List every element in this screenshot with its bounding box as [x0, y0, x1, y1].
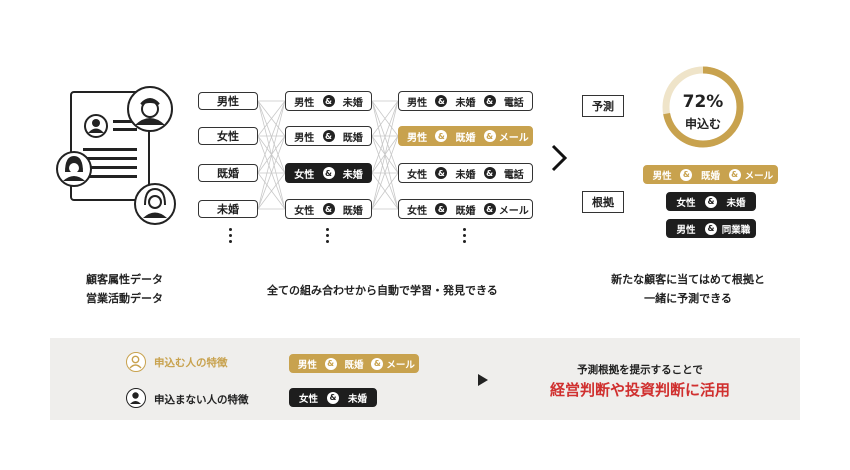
ampersand-icon: & — [323, 95, 335, 107]
combination-pill: 男性&未婚 — [285, 91, 372, 111]
right-caption: 新たな顧客に当てはめて根拠と 一緒に予測できる — [588, 270, 788, 309]
prediction-result: 申込む — [660, 115, 746, 132]
attribute-tag: 未婚 — [335, 166, 372, 181]
attribute-tag: メール — [496, 202, 532, 217]
more-dots — [462, 228, 466, 246]
ampersand-icon: & — [680, 169, 692, 181]
attribute-tag: メール — [496, 129, 532, 144]
attribute-tag: 男性 — [644, 168, 680, 182]
attribute-tag: 既婚 — [447, 129, 483, 144]
non-applicant-label: 申込まない人の特徴 — [154, 392, 249, 407]
ampersand-icon: & — [325, 358, 337, 370]
ampersand-icon: & — [435, 95, 447, 107]
more-dots — [228, 228, 232, 246]
ampersand-icon: & — [729, 169, 741, 181]
attribute-tag: 男性 — [399, 129, 435, 144]
message-line2: 経営判断や投資判断に活用 — [520, 379, 760, 400]
ampersand-icon: & — [435, 203, 447, 215]
ampersand-icon: & — [484, 167, 496, 179]
combination-pill: 女性&既婚&メール — [398, 199, 533, 219]
ampersand-icon: & — [323, 167, 335, 179]
combination-pill: 男性&既婚 — [285, 126, 372, 146]
message-line1: 予測根拠を提示することで — [540, 362, 740, 377]
probability-percent: 72% — [660, 92, 746, 112]
attribute-tag: 女性 — [290, 391, 327, 405]
basis-pill: 女性&未婚 — [666, 192, 756, 211]
ampersand-icon: & — [435, 130, 447, 142]
more-dots — [325, 228, 329, 246]
attribute-tag: メール — [383, 357, 418, 371]
attribute-tag: 既婚 — [335, 202, 372, 217]
attribute-tag: 女性 — [399, 166, 435, 181]
attribute-tag: 未婚 — [339, 391, 376, 405]
right-caption-line2: 一緒に予測できる — [588, 289, 788, 308]
ampersand-icon: & — [327, 392, 339, 404]
prediction-label: 予測 — [582, 95, 624, 117]
ampersand-icon: & — [371, 358, 383, 370]
ampersand-icon: & — [484, 130, 496, 142]
ampersand-icon: & — [705, 223, 717, 235]
ampersand-icon: & — [323, 130, 335, 142]
non-applicant-icon — [126, 388, 146, 408]
combination-pill: 女性&未婚&電話 — [398, 163, 533, 183]
attribute-box: 未婚 — [198, 200, 258, 218]
basis-label: 根拠 — [582, 191, 624, 213]
applicant-label: 申込む人の特徴 — [154, 355, 228, 370]
attribute-tag: 未婚 — [717, 195, 755, 209]
attribute-tag: 未婚 — [447, 166, 483, 181]
attribute-tag: 同業職 — [717, 222, 755, 236]
play-arrow-icon — [478, 374, 488, 386]
ampersand-icon: & — [435, 167, 447, 179]
attribute-box: 女性 — [198, 127, 258, 145]
chevron-right-icon — [553, 146, 565, 170]
female-avatar-icon-2 — [135, 184, 175, 224]
ampersand-icon: & — [484, 203, 496, 215]
attribute-tag: 未婚 — [335, 94, 372, 109]
attribute-tag: 既婚 — [335, 129, 372, 144]
left-caption-line1: 顧客属性データ — [86, 270, 163, 289]
applicant-icon — [126, 352, 146, 372]
male-avatar-icon — [128, 87, 172, 131]
attribute-tag: 既婚 — [447, 202, 483, 217]
attribute-box: 既婚 — [198, 164, 258, 182]
ampersand-icon: & — [705, 196, 717, 208]
attribute-tag: 既婚 — [337, 357, 372, 371]
basis-pill: 男性&既婚&メール — [643, 165, 778, 184]
attribute-tag: 未婚 — [447, 94, 483, 109]
attribute-tag: 電話 — [496, 94, 532, 109]
combination-pill: 男性&既婚&メール — [398, 126, 533, 146]
attribute-tag: 既婚 — [692, 168, 728, 182]
left-caption-line2: 営業活動データ — [86, 289, 163, 308]
attribute-tag: 男性 — [667, 222, 705, 236]
attribute-box: 男性 — [198, 92, 258, 110]
ampersand-icon: & — [484, 95, 496, 107]
combination-pill: 女性&未婚 — [285, 163, 372, 183]
attribute-tag: 男性 — [286, 129, 323, 144]
attribute-tag: 男性 — [290, 357, 325, 371]
basis-pill: 男性&同業職 — [666, 219, 756, 238]
attribute-tag: メール — [741, 168, 777, 182]
female-avatar-icon — [57, 152, 91, 186]
attribute-tag: 電話 — [496, 166, 532, 181]
attribute-tag: 男性 — [399, 94, 435, 109]
attribute-tag: 女性 — [286, 202, 323, 217]
attribute-tag: 男性 — [286, 94, 323, 109]
combination-pill: 男性&未婚&電話 — [398, 91, 533, 111]
right-caption-line1: 新たな顧客に当てはめて根拠と — [588, 270, 788, 289]
attribute-tag: 女性 — [286, 166, 323, 181]
customer-data-illustration — [55, 82, 185, 232]
applicant-feature-pill: 男性&既婚&メール — [289, 354, 419, 373]
middle-caption: 全ての組み合わせから自動で学習・発見できる — [267, 281, 498, 300]
attribute-tag: 女性 — [399, 202, 435, 217]
ampersand-icon: & — [323, 203, 335, 215]
attribute-tag: 女性 — [667, 195, 705, 209]
non-applicant-feature-pill: 女性&未婚 — [289, 388, 377, 407]
left-caption: 顧客属性データ 営業活動データ — [86, 270, 163, 309]
combination-pill: 女性&既婚 — [285, 199, 372, 219]
